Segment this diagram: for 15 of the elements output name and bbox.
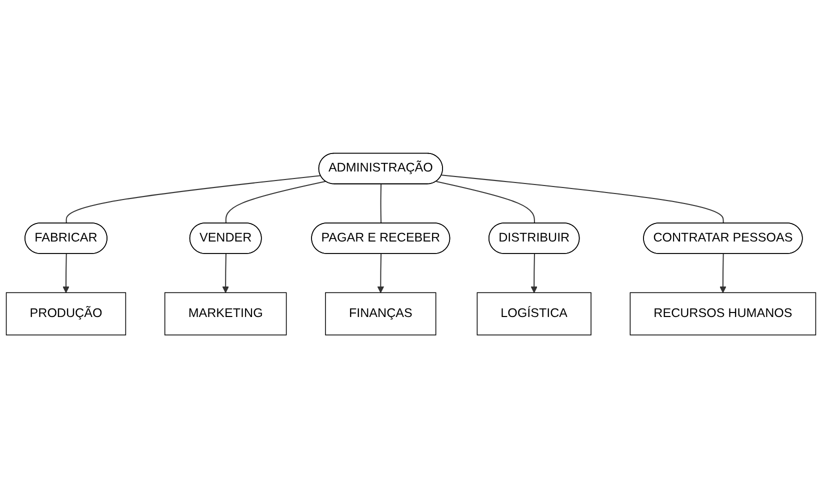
arrow bbox=[62, 254, 70, 294]
node-box: RECURSOS HUMANOS bbox=[630, 292, 816, 336]
arrow bbox=[720, 254, 726, 294]
arrow bbox=[222, 254, 230, 294]
node-box: MARKETING bbox=[164, 292, 287, 336]
node-box: PRODUÇÃO bbox=[6, 292, 126, 336]
connector bbox=[66, 176, 321, 224]
node-box: LOGÍSTICA bbox=[476, 292, 592, 336]
connector bbox=[442, 174, 724, 224]
arrow bbox=[377, 254, 384, 294]
connector bbox=[436, 181, 535, 224]
connector bbox=[380, 184, 382, 224]
arrow bbox=[530, 254, 538, 294]
node-box: FINANÇAS bbox=[325, 292, 436, 336]
connector bbox=[225, 181, 326, 224]
